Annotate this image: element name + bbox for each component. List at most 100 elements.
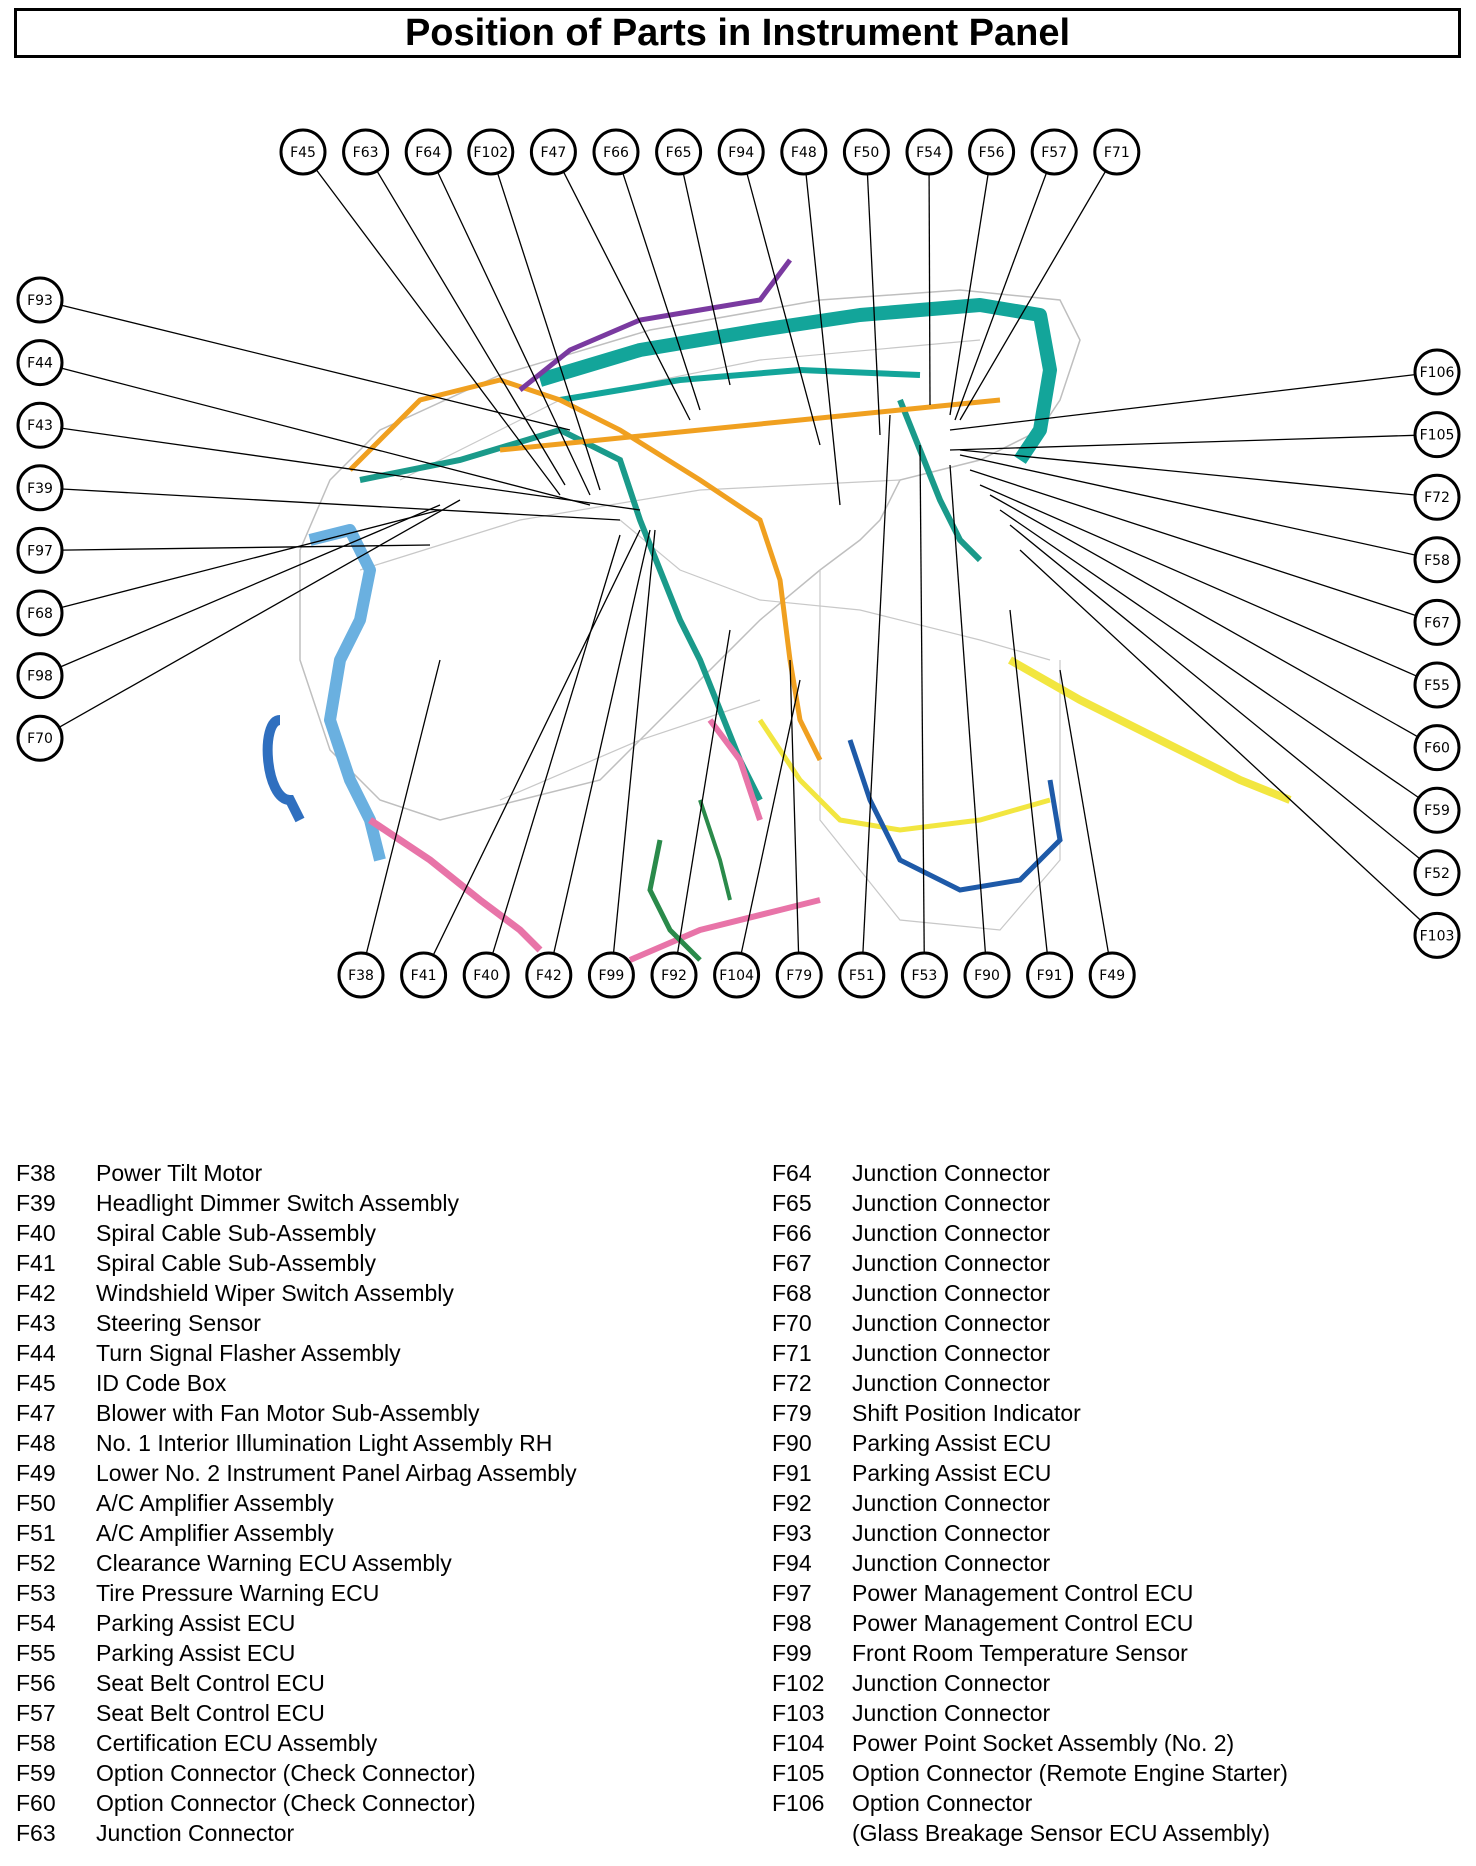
legend-part-name: No. 1 Interior Illumination Light Assemb…	[96, 1430, 553, 1456]
callout-label-f54: F54	[916, 145, 942, 161]
leader-line-f103	[1019, 549, 1422, 921]
callout-label-f98: F98	[27, 669, 53, 685]
legend-code: F103	[772, 1700, 825, 1726]
callout-circle-f92	[650, 951, 698, 999]
callout-circle-f44	[16, 339, 64, 387]
legend-part-name: Junction Connector	[852, 1340, 1051, 1366]
leader-line-f54	[928, 173, 931, 406]
legend-part-name: Certification ECU Assembly	[96, 1730, 378, 1756]
callout-label-f79: F79	[786, 968, 812, 984]
leader-line-f104	[740, 679, 801, 954]
leader-line-f39	[61, 488, 621, 521]
callout-label-f70: F70	[27, 731, 53, 747]
legend-part-name: Junction Connector	[852, 1220, 1051, 1246]
legend-code: F106	[772, 1790, 825, 1816]
leader-line-f72	[959, 449, 1416, 496]
leader-line-f66	[622, 172, 701, 411]
legend-code: F97	[772, 1580, 812, 1606]
legend-code: F91	[772, 1460, 812, 1486]
legend-code	[772, 1818, 852, 1848]
leader-line-f50	[866, 173, 881, 436]
legend-code: F79	[772, 1400, 812, 1426]
legend-part-name: Parking Assist ECU	[96, 1640, 296, 1666]
legend-code: F41	[16, 1250, 56, 1276]
callout-label-f44: F44	[27, 356, 53, 372]
callout-label-f99: F99	[598, 968, 624, 984]
title-box: Position of Parts in Instrument Panel	[14, 8, 1461, 58]
leader-line-f47	[562, 171, 691, 421]
callout-circle-f63	[342, 128, 390, 176]
leader-line-f70	[58, 499, 461, 728]
legend-part-name: Tire Pressure Warning ECU	[96, 1580, 380, 1606]
callout-label-f49: F49	[1099, 968, 1125, 984]
legend-part-name: Junction Connector	[852, 1670, 1051, 1696]
legend-code: F45	[16, 1370, 56, 1396]
callout-label-f47: F47	[540, 145, 566, 161]
legend-part-name: Junction Connector	[852, 1280, 1051, 1306]
callout-circle-f55	[1413, 661, 1461, 709]
callout-label-f57: F57	[1041, 145, 1067, 161]
legend-code: F44	[16, 1340, 56, 1366]
leader-line-f68	[61, 509, 441, 609]
callout-circle-f40	[462, 951, 510, 999]
legend-part-name: Spiral Cable Sub-Assembly	[96, 1220, 376, 1246]
callout-circle-f104	[713, 951, 761, 999]
leader-line-f59	[999, 509, 1420, 799]
legend-part-name: Parking Assist ECU	[852, 1460, 1052, 1486]
legend-code: F40	[16, 1220, 56, 1246]
legend-code: F38	[16, 1160, 56, 1186]
legend-part-name: Power Management Control ECU	[852, 1580, 1194, 1606]
legend-code: F98	[772, 1610, 812, 1636]
callout-label-f71: F71	[1104, 145, 1130, 161]
legend-part-name: Parking Assist ECU	[96, 1610, 296, 1636]
leader-line-f79	[789, 659, 800, 954]
leader-line-f51	[862, 414, 891, 954]
legend-code: F72	[772, 1370, 812, 1396]
legend-row: (Glass Breakage Sensor ECU Assembly)	[772, 1818, 1476, 1848]
callout-label-f53: F53	[911, 968, 937, 984]
callout-label-f90: F90	[974, 968, 1000, 984]
legend-part-name: A/C Amplifier Assembly	[96, 1520, 334, 1546]
callout-circle-f90	[963, 951, 1011, 999]
legend-part-name: Option Connector	[852, 1790, 1033, 1816]
legend-part-name: Option Connector (Check Connector)	[96, 1790, 476, 1816]
callout-circle-f72	[1413, 473, 1461, 521]
legend-part-name: Junction Connector	[96, 1820, 295, 1846]
callout-label-f60: F60	[1424, 741, 1450, 757]
legend-part-name: Junction Connector	[852, 1490, 1051, 1516]
callout-label-f103: F103	[1420, 928, 1455, 944]
callout-label-f66: F66	[603, 145, 629, 161]
leader-line-f98	[59, 504, 441, 668]
callout-circle-f59	[1413, 786, 1461, 834]
legend-part-name: Power Point Socket Assembly (No. 2)	[852, 1730, 1235, 1756]
leader-lines	[58, 169, 1422, 956]
legend-code: F50	[16, 1490, 56, 1516]
callout-label-f102: F102	[473, 145, 508, 161]
callout-label-f93: F93	[27, 293, 53, 309]
callout-label-f45: F45	[290, 145, 316, 161]
callout-label-f64: F64	[415, 145, 441, 161]
leader-line-f49	[1059, 669, 1110, 954]
callout-circle-f49	[1088, 951, 1136, 999]
leader-line-f58	[959, 454, 1416, 556]
callout-circle-f66	[592, 128, 640, 176]
leader-line-f48	[805, 173, 841, 506]
callout-circle-f105	[1413, 411, 1461, 459]
callout-circle-f56	[968, 128, 1016, 176]
callout-label-f104: F104	[719, 968, 754, 984]
callout-circle-f65	[655, 128, 703, 176]
page-title: Position of Parts in Instrument Panel	[404, 11, 1071, 54]
leader-line-f102	[496, 172, 601, 491]
callout-circle-f60	[1413, 724, 1461, 772]
